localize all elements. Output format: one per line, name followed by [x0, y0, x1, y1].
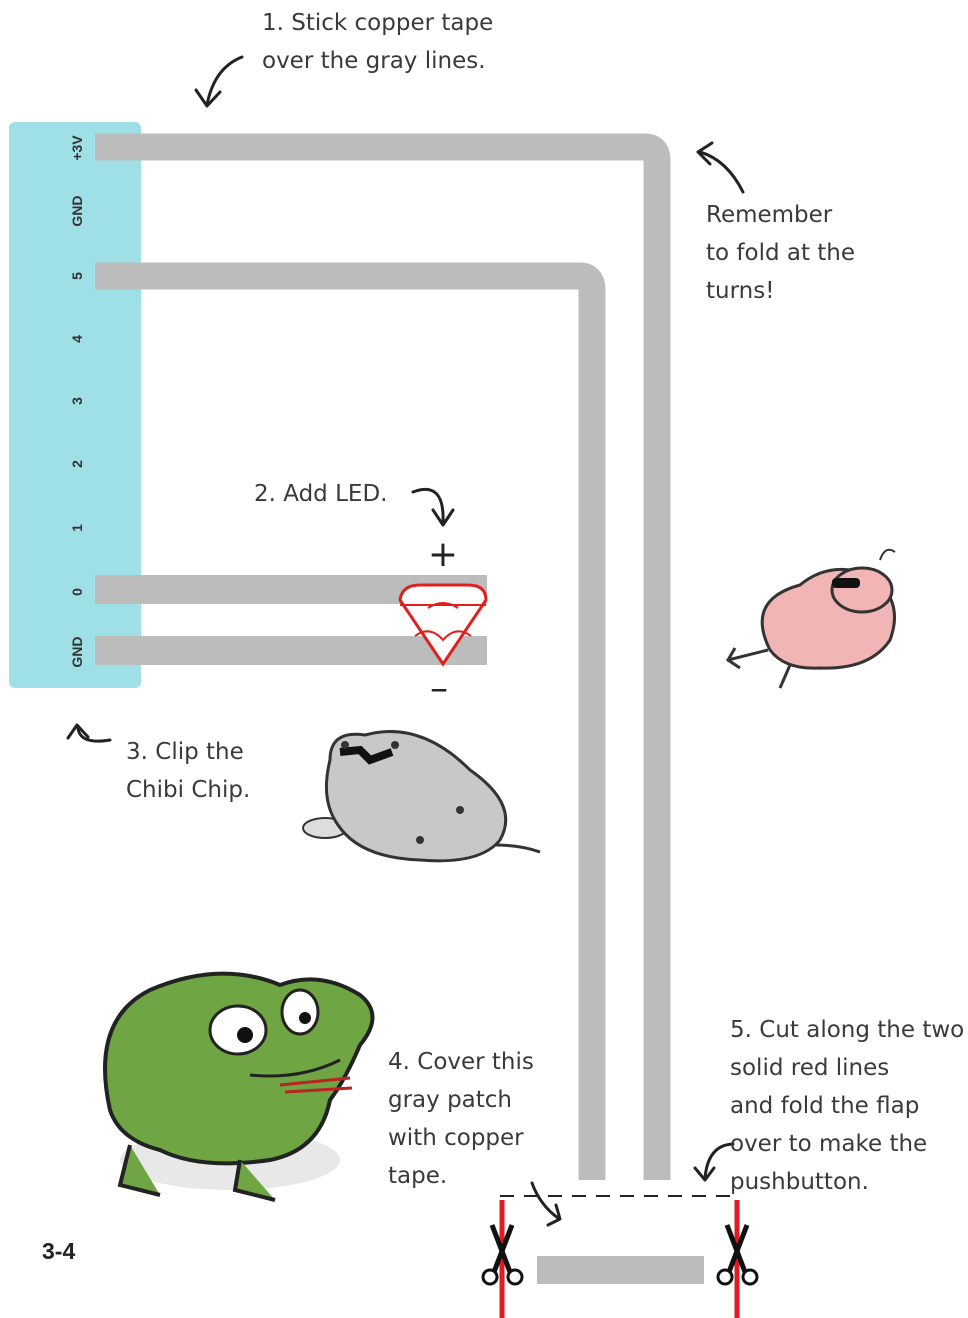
pin-label: GND [69, 195, 85, 226]
copper-traces [95, 133, 671, 1180]
page-number: 3-4 [42, 1238, 76, 1264]
arrows [66, 55, 745, 1227]
gray-critter-illustration [302, 730, 541, 863]
arrow-icon [66, 723, 112, 743]
step5-note: 5. Cut along the two solid red lines and… [730, 1017, 965, 1195]
pin-label: GND [69, 636, 85, 667]
led-minus-label: – [430, 668, 448, 709]
trace-3v [95, 133, 671, 1180]
arrow-icon [696, 141, 745, 194]
trace-gnd [95, 636, 487, 665]
step3-note: 3. Clip the Chibi Chip. [126, 739, 251, 803]
remember-note: Remember to fold at the turns! [706, 202, 856, 304]
step4-note: 4. Cover this gray patch with copper tap… [388, 1049, 534, 1189]
step1-note: 1. Stick copper tape over the gray lines… [262, 10, 494, 74]
scissors-icon [481, 1224, 524, 1286]
frog-illustration [103, 971, 375, 1202]
arrow-icon [194, 55, 244, 108]
pin-label: 2 [69, 460, 85, 468]
pin-label: 5 [69, 272, 85, 280]
pin-label: +3V [69, 135, 85, 161]
led-symbol: + – [398, 534, 488, 709]
pushbutton-patch [537, 1256, 704, 1284]
step2-note: 2. Add LED. [254, 481, 388, 507]
trace-pin5 [95, 262, 606, 1180]
scissors-icon [716, 1224, 759, 1286]
arrow-icon [530, 1181, 562, 1227]
pin-labels: +3V GND 5 4 3 2 1 0 GND [69, 135, 85, 668]
pin-label: 3 [69, 397, 85, 405]
pink-critter-illustration [725, 548, 896, 689]
led-plus-label: + [428, 534, 458, 575]
pin-label: 4 [69, 335, 85, 343]
pin-label: 0 [69, 588, 85, 596]
arrow-icon [411, 487, 455, 527]
arrow-icon [693, 1142, 735, 1182]
pin-label: 1 [69, 524, 85, 532]
